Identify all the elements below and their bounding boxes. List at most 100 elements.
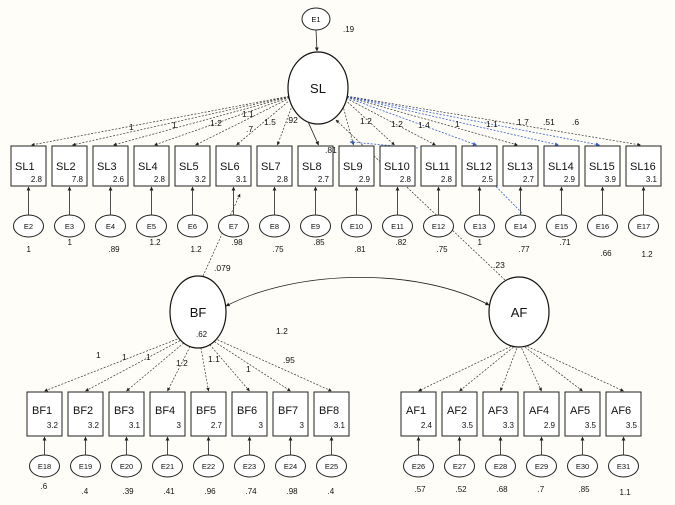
error-e5-value: 1.2 bbox=[150, 238, 162, 247]
path-af-af6 bbox=[524, 344, 624, 392]
error-e11: E11.82 bbox=[382, 214, 413, 247]
error-e30-label: E30 bbox=[576, 462, 589, 471]
indicator-af3-label: AF3 bbox=[488, 405, 508, 417]
indicator-sl14-r2: 2.9 bbox=[564, 175, 576, 184]
error-e11-value: .82 bbox=[396, 238, 408, 247]
indicator-sl8-label: SL8 bbox=[302, 161, 322, 173]
error-e9: E9.85 bbox=[300, 214, 331, 247]
indicator-bf2-box bbox=[67, 391, 104, 437]
path-e14-blue bbox=[469, 159, 523, 214]
path-sl-sl4 bbox=[154, 94, 297, 146]
load-sl-sl11: 1.4 bbox=[418, 120, 430, 130]
indicator-af3-r2: 3.3 bbox=[503, 421, 515, 430]
load-bf-bf1: 1 bbox=[96, 350, 101, 360]
load-bf-bf5: 1.1 bbox=[208, 354, 220, 364]
error-e28-value: .68 bbox=[497, 485, 509, 494]
indicator-sl7-r2: 2.8 bbox=[277, 175, 289, 184]
indicator-sl9-r2: 2.9 bbox=[359, 175, 371, 184]
indicator-sl12-label: SL12 bbox=[466, 161, 492, 173]
error-e29: E29.7 bbox=[526, 454, 557, 494]
error-e14-label: E14 bbox=[514, 222, 527, 231]
load-sl-sl14: 1.7 bbox=[517, 117, 529, 127]
error-e28: E28.68 bbox=[485, 454, 516, 494]
covariance-bf-af bbox=[225, 277, 490, 307]
error-e29-value: .7 bbox=[538, 485, 545, 494]
error-e8: E8.75 bbox=[259, 214, 290, 254]
error-e31-label: E31 bbox=[617, 462, 630, 471]
error-e31-value: 1.1 bbox=[620, 488, 632, 497]
indicator-sl7-label: SL7 bbox=[261, 161, 281, 173]
path-sl-sl1 bbox=[31, 94, 297, 147]
load-sl-sl5: 1.1 bbox=[242, 109, 254, 119]
path-e1-sl bbox=[314, 29, 319, 52]
bf-indicators: BF13.21E18.6BF23.21E19.4BF33.11E20.39BF4… bbox=[26, 326, 350, 496]
indicator-bf7-box bbox=[272, 391, 309, 437]
indicator-sl1-label: SL1 bbox=[15, 161, 35, 173]
error-e22-value: .96 bbox=[205, 487, 217, 496]
latent-sl: SL bbox=[287, 51, 349, 125]
indicator-bf7-r2: 3 bbox=[300, 421, 305, 430]
path-sl-sl11 bbox=[339, 94, 436, 146]
path-bf-sl-coef: .079 bbox=[214, 263, 231, 273]
load-sl-sl7: .92 bbox=[286, 115, 298, 125]
load-sl-sl2: 1 bbox=[129, 122, 134, 132]
indicator-af4-label: AF4 bbox=[529, 405, 549, 417]
error-e23-label: E23 bbox=[243, 462, 256, 471]
indicator-sl13-r2: 2.7 bbox=[523, 175, 535, 184]
error-e25: E25.4 bbox=[316, 454, 347, 496]
path-sl-sl6 bbox=[236, 94, 297, 146]
error-e17-label: E17 bbox=[637, 222, 650, 231]
sl-indicators: SL12.8E21SL27.81E31SL32.61E4.89SL42.81.2… bbox=[10, 109, 662, 259]
error-e15: E15.71 bbox=[546, 214, 577, 247]
error-e27: E27.52 bbox=[444, 454, 475, 494]
indicator-af2-label: AF2 bbox=[447, 405, 467, 417]
error-e16-label: E16 bbox=[596, 222, 609, 231]
indicator-bf3-label: BF3 bbox=[114, 405, 134, 417]
indicator-sl3-r2: 2.6 bbox=[113, 175, 125, 184]
indicator-af5-label: AF5 bbox=[570, 405, 590, 417]
error-e6: E61.2 bbox=[177, 214, 208, 254]
error-e10-value: .81 bbox=[355, 245, 367, 254]
error-e18-value: .6 bbox=[41, 482, 48, 491]
error-e8-label: E8 bbox=[270, 222, 279, 231]
error-e20-label: E20 bbox=[120, 462, 133, 471]
indicator-af5-r2: 3.5 bbox=[585, 421, 597, 430]
error-e26: E26.57 bbox=[403, 454, 434, 494]
indicator-af4-box bbox=[523, 391, 560, 437]
indicator-sl16-label: SL16 bbox=[630, 161, 656, 173]
path-af-sl-coef: .23 bbox=[493, 260, 505, 270]
indicator-sl11-r2: 2.8 bbox=[441, 175, 453, 184]
load-sl-sl6: .7 bbox=[246, 124, 253, 134]
load-bf-bf4: 1.2 bbox=[176, 358, 188, 368]
latent-af: AF bbox=[488, 276, 550, 348]
load-sl-sl12: 1 bbox=[455, 119, 460, 129]
indicator-sl15-r2: 3.9 bbox=[605, 175, 617, 184]
indicator-sl14-box bbox=[543, 145, 580, 187]
indicator-sl4-label: SL4 bbox=[138, 161, 158, 173]
indicator-bf1-box bbox=[26, 391, 63, 437]
error-e21-value: .41 bbox=[164, 487, 176, 496]
path-bf-bf8 bbox=[204, 333, 332, 392]
latent-bf-r2: .62 bbox=[196, 330, 208, 339]
path-sl-sl15 bbox=[339, 94, 600, 147]
indicator-sl11-box bbox=[420, 145, 457, 187]
indicator-af2-box bbox=[441, 391, 478, 437]
load-sl-sl16: .6 bbox=[572, 117, 579, 127]
error-e2-value: 1 bbox=[27, 245, 32, 254]
error-e25-label: E25 bbox=[325, 462, 338, 471]
load-sl-sl8: .81 bbox=[325, 145, 337, 155]
path-af-af1 bbox=[418, 344, 515, 392]
latent-af-label: AF bbox=[511, 305, 528, 320]
